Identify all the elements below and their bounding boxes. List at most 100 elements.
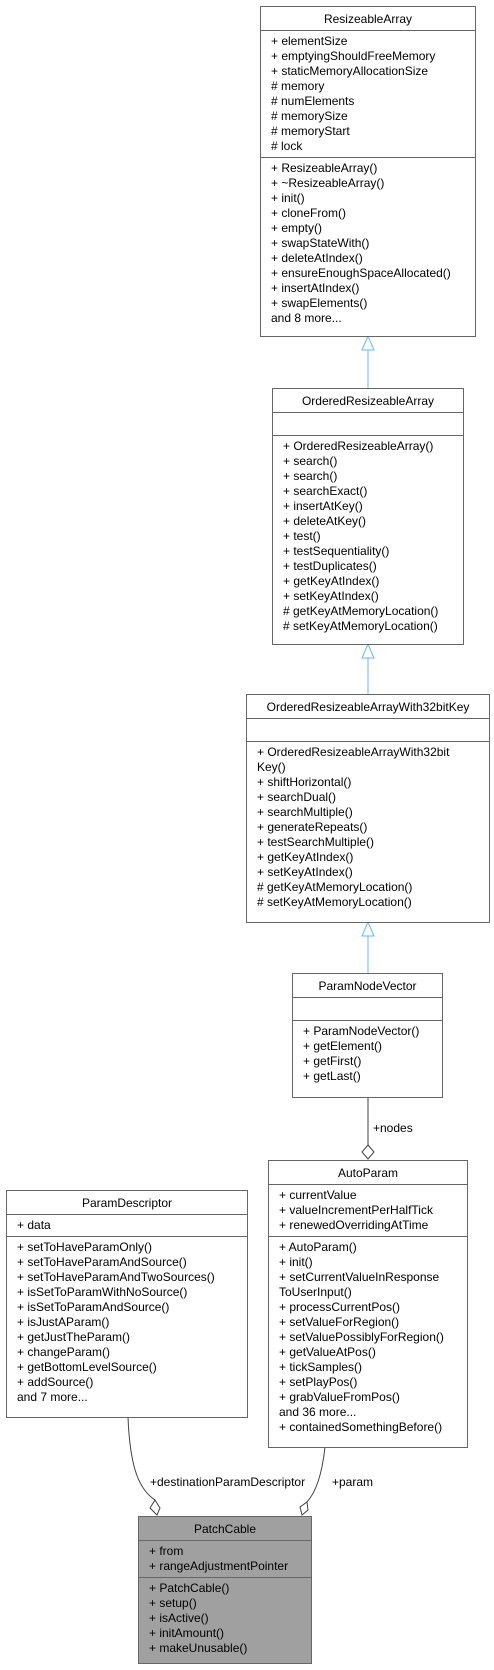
method: + searchDual() <box>257 790 337 804</box>
method: + setValuePossiblyForRegion() <box>279 1330 444 1344</box>
edge-label-param: +param <box>332 1475 374 1489</box>
method: + addSource() <box>17 1375 94 1389</box>
attribute: + valueIncrementPerHalfTick <box>279 1203 433 1217</box>
method: + initAmount() <box>149 1626 225 1640</box>
edge-label-destination: +destinationParamDescriptor <box>150 1475 306 1489</box>
method: + init() <box>271 191 305 205</box>
attribute: # memorySize <box>271 109 348 123</box>
class-param-node-vector[interactable]: ParamNodeVector + ParamNodeVector() + ge… <box>292 973 443 1098</box>
method: + isSetToParamWithNoSource() <box>17 1285 188 1299</box>
inheritance-arrowhead <box>361 334 375 351</box>
methods-section: + ResizeableArray() + ~ResizeableArray()… <box>261 158 475 329</box>
method: + isJustAParam() <box>17 1315 110 1329</box>
method: + setValueForRegion() <box>279 1315 400 1329</box>
method: + OrderedResizeableArrayWith32bit <box>257 745 450 759</box>
inheritance-arrowhead <box>361 920 375 937</box>
method: + testSearchMultiple() <box>257 835 375 849</box>
method: # getKeyAtMemoryLocation() <box>257 880 413 894</box>
class-ordered-resizeable-array-32bit[interactable]: OrderedResizeableArrayWith32bitKey + Ord… <box>246 694 490 923</box>
method: + swapStateWith() <box>271 236 370 250</box>
method: + OrderedResizeableArray() <box>283 439 434 453</box>
method: + changeParam() <box>17 1345 111 1359</box>
method: + getFirst() <box>303 1054 362 1068</box>
methods-section: + PatchCable() + setup() + isActive() + … <box>139 1578 311 1659</box>
method: + processCurrentPos() <box>279 1300 401 1314</box>
method: + insertAtKey() <box>283 499 363 513</box>
method: + PatchCable() <box>149 1581 230 1595</box>
class-title: ParamDescriptor <box>7 1191 247 1215</box>
method: + getBottomLevelSource() <box>17 1360 157 1374</box>
method: + isSetToParamAndSource() <box>17 1300 170 1314</box>
method: + deleteAtIndex() <box>271 251 363 265</box>
class-resizeable-array[interactable]: ResizeableArray + elementSize + emptying… <box>260 6 476 337</box>
method: + search() <box>283 454 338 468</box>
method: + searchMultiple() <box>257 805 353 819</box>
attribute: # memory <box>271 79 325 93</box>
method: Key() <box>257 760 286 774</box>
attribute: + rangeAdjustmentPointer <box>149 1559 289 1573</box>
method: + testSequentiality() <box>283 544 390 558</box>
class-title: OrderedResizeableArray <box>273 389 463 413</box>
class-title: OrderedResizeableArrayWith32bitKey <box>247 695 489 719</box>
methods-section: + OrderedResizeableArray() + search() + … <box>273 436 463 637</box>
method: + setToHaveParamAndSource() <box>17 1255 187 1269</box>
attributes-section: + currentValue + valueIncrementPerHalfTi… <box>269 1185 467 1237</box>
method: + getKeyAtIndex() <box>283 574 380 588</box>
method: + generateRepeats() <box>257 820 368 834</box>
methods-section: + AutoParam() + init() + setCurrentValue… <box>269 1237 467 1438</box>
edge-label-nodes: +nodes <box>373 1121 413 1135</box>
attribute: + emptyingShouldFreeMemory <box>271 49 436 63</box>
method: + swapElements() <box>271 296 368 310</box>
aggregation-diamond <box>149 1499 161 1516</box>
attribute: + from <box>149 1544 184 1558</box>
class-ordered-resizeable-array[interactable]: OrderedResizeableArray + OrderedResizeab… <box>272 388 464 645</box>
attributes-section: + elementSize + emptyingShouldFreeMemory… <box>261 31 475 158</box>
attributes-section: + data <box>7 1215 247 1237</box>
method: # setKeyAtMemoryLocation() <box>283 619 438 633</box>
method-more: and 7 more... <box>17 1390 88 1404</box>
method: + insertAtIndex() <box>271 281 360 295</box>
class-title: ParamNodeVector <box>293 974 442 998</box>
aggregation-diamond <box>361 1144 375 1160</box>
class-auto-param[interactable]: AutoParam + currentValue + valueIncremen… <box>268 1160 468 1448</box>
method: + ParamNodeVector() <box>303 1024 420 1038</box>
method: + ensureEnoughSpaceAllocated() <box>271 266 451 280</box>
method: + getValueAtPos() <box>279 1345 376 1359</box>
method: + setToHaveParamAndTwoSources() <box>17 1270 215 1284</box>
class-patch-cable[interactable]: PatchCable + from + rangeAdjustmentPoint… <box>138 1516 312 1664</box>
class-title: AutoParam <box>269 1161 467 1185</box>
attributes-section <box>273 413 463 436</box>
method: + setKeyAtIndex() <box>257 865 353 879</box>
class-param-descriptor[interactable]: ParamDescriptor + data + setToHaveParamO… <box>6 1190 248 1418</box>
method: + init() <box>279 1255 313 1269</box>
method: + makeUnusable() <box>149 1641 248 1655</box>
method: + shiftHorizontal() <box>257 775 352 789</box>
method: + AutoParam() <box>279 1240 357 1254</box>
attribute: # numElements <box>271 94 355 108</box>
class-title: ResizeableArray <box>261 7 475 31</box>
method: + setToHaveParamOnly() <box>17 1240 153 1254</box>
attribute: + data <box>17 1218 51 1232</box>
method: + getLast() <box>303 1069 361 1083</box>
attribute: # lock <box>271 139 303 153</box>
method: + setup() <box>149 1596 197 1610</box>
method: + testDuplicates() <box>283 559 377 573</box>
method: + ~ResizeableArray() <box>271 176 385 190</box>
method: + empty() <box>271 221 323 235</box>
method: + isActive() <box>149 1611 209 1625</box>
attribute: + renewedOverridingAtTime <box>279 1218 429 1232</box>
class-title: PatchCable <box>139 1517 311 1541</box>
method: + cloneFrom() <box>271 206 347 220</box>
method: ToUserInput() <box>279 1285 352 1299</box>
method: + searchExact() <box>283 484 368 498</box>
attribute: + elementSize <box>271 34 348 48</box>
methods-section: + ParamNodeVector() + getElement() + get… <box>293 1021 442 1087</box>
method: + grabValueFromPos() <box>279 1390 400 1404</box>
attributes-section <box>293 998 442 1021</box>
method: + setKeyAtIndex() <box>283 589 379 603</box>
method: + getElement() <box>303 1039 383 1053</box>
method: + search() <box>283 469 338 483</box>
method: + setCurrentValueInResponse <box>279 1270 440 1284</box>
method: + deleteAtKey() <box>283 514 367 528</box>
